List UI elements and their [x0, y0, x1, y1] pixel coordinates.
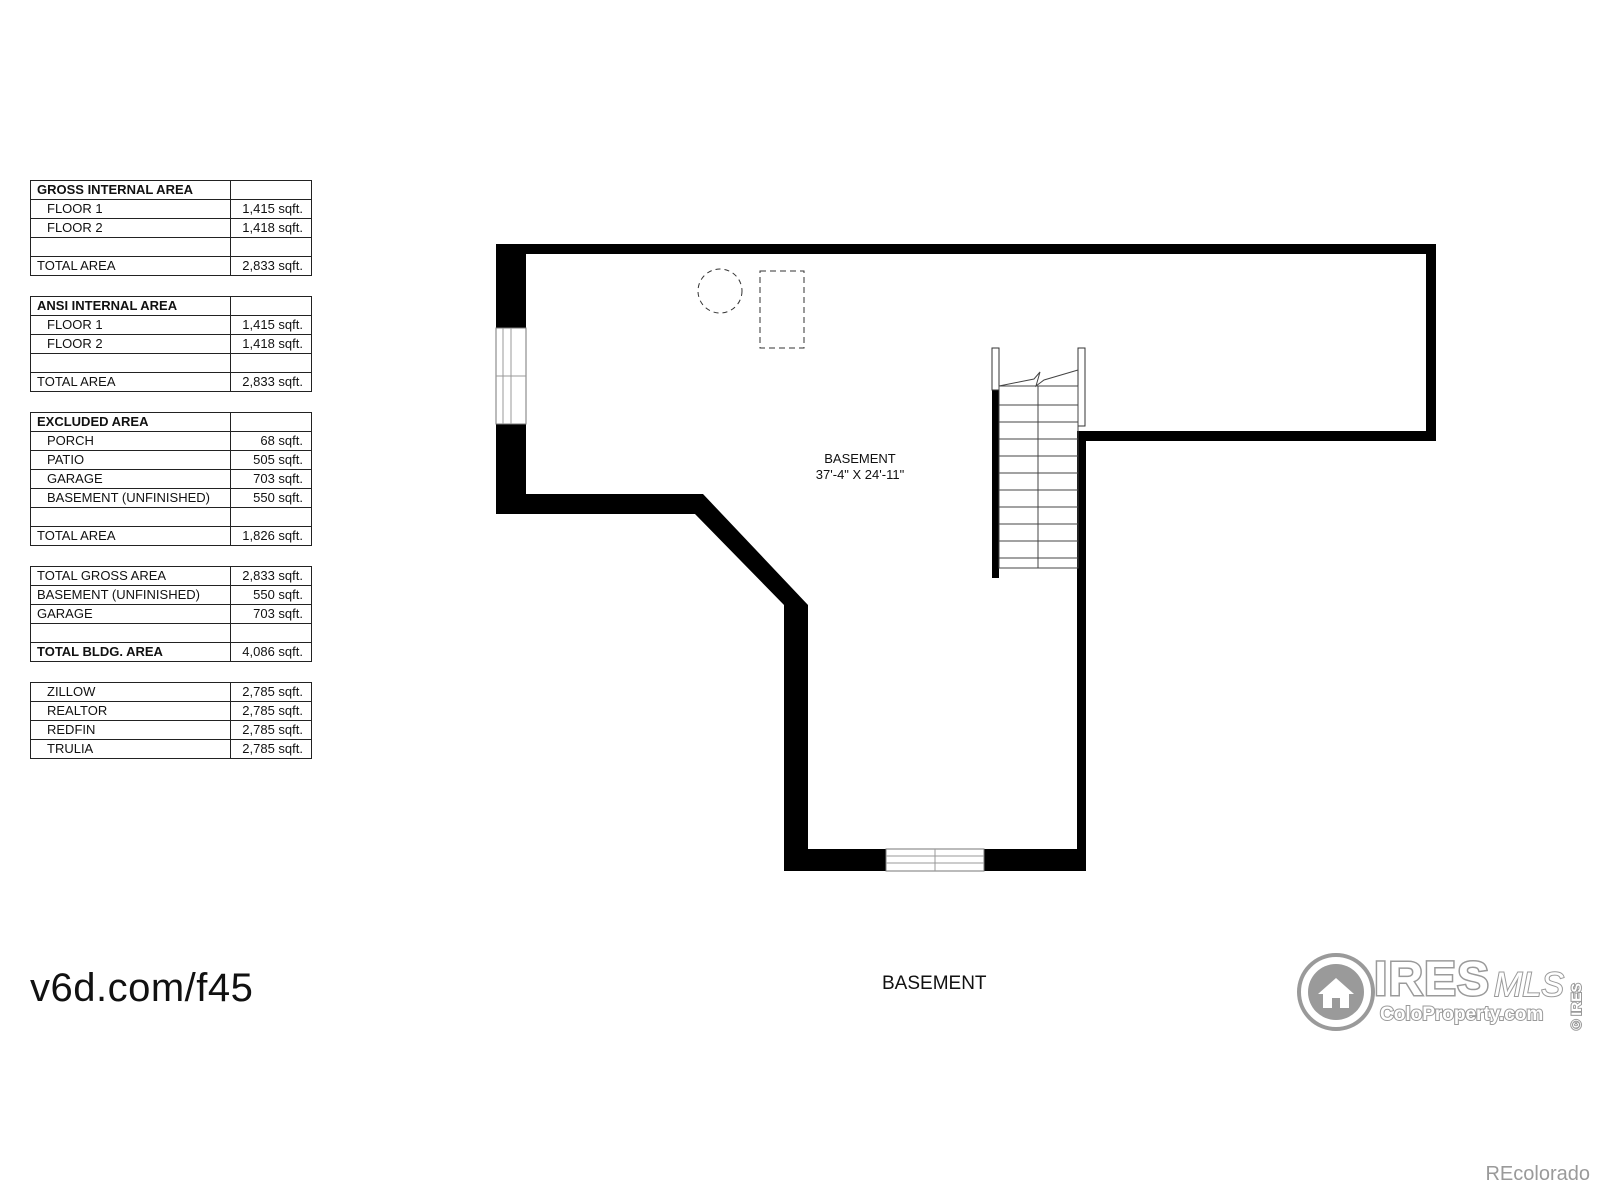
- stair-left-wall: [992, 390, 999, 578]
- row-label: TOTAL GROSS AREA: [30, 566, 231, 586]
- table-row: BASEMENT (UNFINISHED)550 sqft.: [30, 488, 312, 508]
- table-header-row: GROSS INTERNAL AREA: [30, 180, 312, 200]
- table-row: [30, 353, 312, 373]
- row-label: ANSI INTERNAL AREA: [30, 296, 231, 316]
- row-value: 550 sqft.: [230, 488, 312, 508]
- row-value: 2,785 sqft.: [230, 739, 312, 759]
- exterior-walls: [496, 244, 1436, 871]
- row-label: TOTAL BLDG. AREA: [30, 642, 231, 662]
- row-value: 505 sqft.: [230, 450, 312, 470]
- row-label: TRULIA: [30, 739, 231, 759]
- row-value: 2,785 sqft.: [230, 701, 312, 721]
- stair-right-rail: [1077, 347, 1086, 427]
- row-value: 1,826 sqft.: [230, 526, 312, 546]
- watermark-credit: REcolorado: [1485, 1163, 1590, 1185]
- row-label: TOTAL AREA: [30, 256, 231, 276]
- room-name: BASEMENT: [824, 451, 896, 466]
- logo-subtitle: ColoProperty.com: [1379, 1003, 1544, 1026]
- tour-url[interactable]: v6d.com/f45: [30, 966, 254, 1010]
- row-value: 1,415 sqft.: [230, 315, 312, 335]
- room-dimensions: 37'-4" X 24'-11": [815, 467, 905, 482]
- water-heater-fixture: [697, 268, 743, 314]
- logo-word: IRES: [1372, 952, 1491, 1008]
- table-header-row: ANSI INTERNAL AREA: [30, 296, 312, 316]
- stair-left-rail: [991, 347, 1000, 391]
- logo-copyright: © IRES: [1567, 982, 1585, 1031]
- ires-logo: IRES MLS ColoProperty.com © IRES: [1296, 952, 1588, 1036]
- row-value: 2,833 sqft.: [230, 372, 312, 392]
- row-value: 2,833 sqft.: [230, 566, 312, 586]
- logo-mls: MLS: [1493, 965, 1565, 1005]
- furnace-fixture: [759, 270, 805, 349]
- room-label-basement: BASEMENT 37'-4" X 24'-11": [790, 451, 930, 483]
- row-label: TOTAL AREA: [30, 526, 231, 546]
- row-value: 703 sqft.: [230, 604, 312, 624]
- row-label: FLOOR 1: [30, 315, 231, 335]
- staircase: [998, 385, 1079, 569]
- row-value: 4,086 sqft.: [230, 642, 312, 662]
- row-value: 2,833 sqft.: [230, 256, 312, 276]
- level-title: BASEMENT: [882, 973, 987, 994]
- house-icon: [1297, 953, 1375, 1031]
- stair-break-line: [998, 369, 1079, 388]
- row-value: 68 sqft.: [230, 431, 312, 451]
- row-value: 1,418 sqft.: [230, 218, 312, 238]
- row-label: GARAGE: [30, 469, 231, 489]
